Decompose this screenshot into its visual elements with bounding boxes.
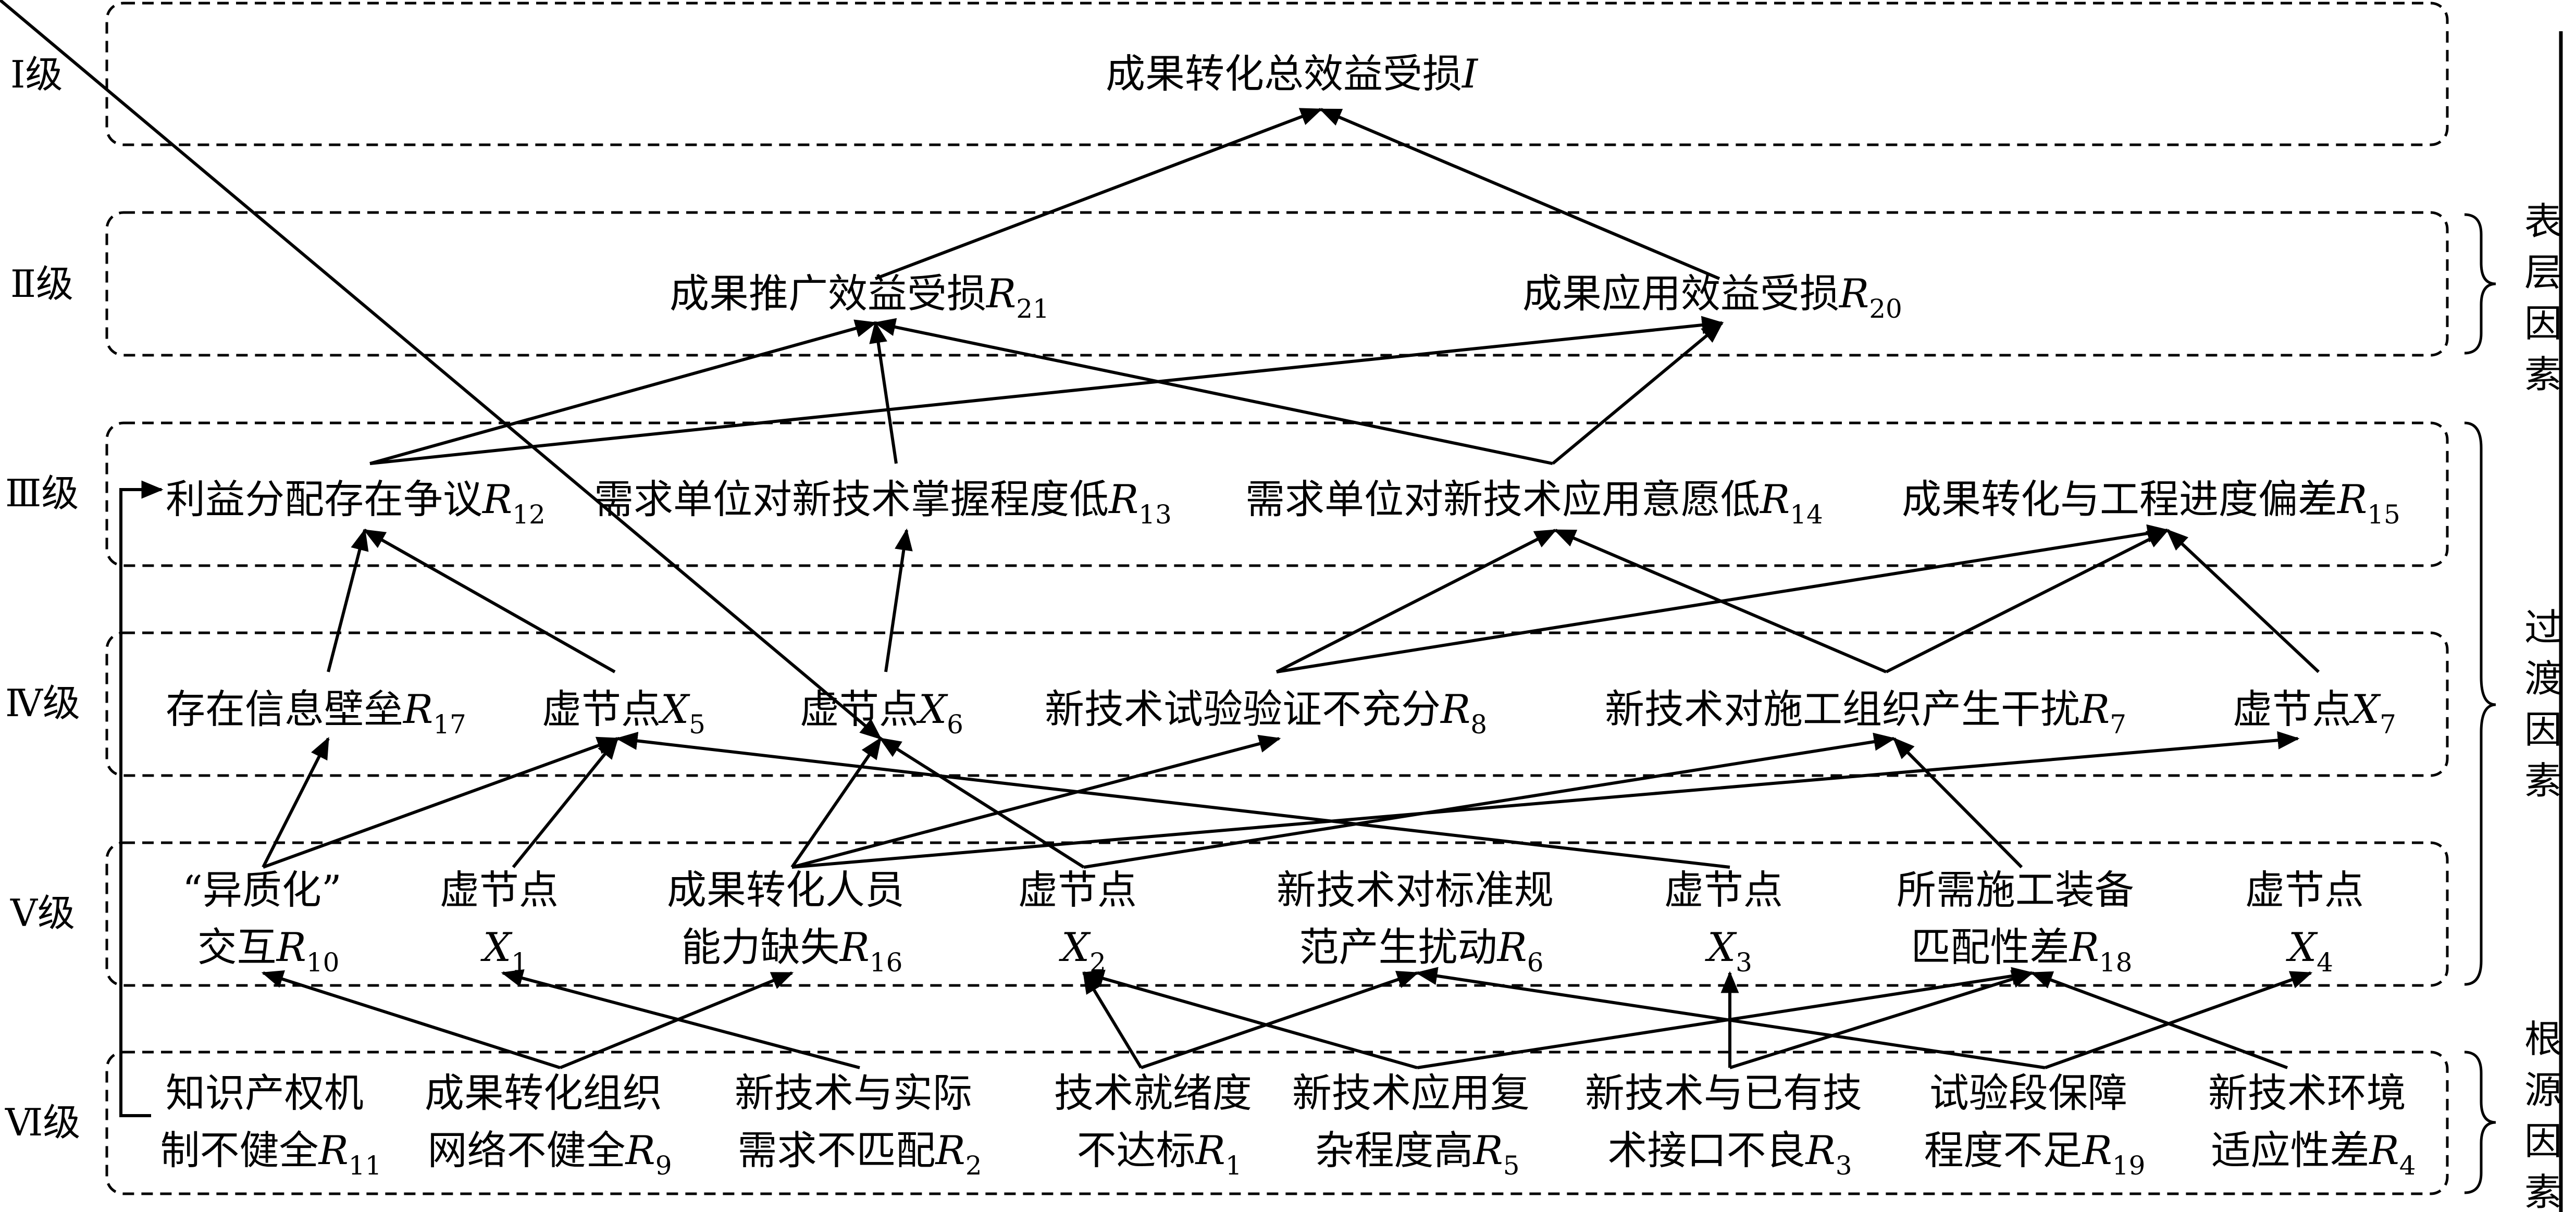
node-R6: 新技术对标准规 范产生扰动R6	[1277, 867, 1566, 978]
node-R5: 新技术应用复 杂程度高R5	[1292, 1070, 1542, 1181]
edge-R9-R10	[261, 970, 561, 1069]
level-frame-6	[105, 1051, 2449, 1195]
level-label-1: Ⅰ级	[10, 53, 63, 96]
node-R16: 成果转化人员 能力缺失R16	[667, 867, 917, 978]
edge-R17-R12	[327, 528, 369, 672]
node-R7: 新技术对施工组织产生干扰R7	[1605, 686, 2126, 740]
node-X5: 虚节点X5	[542, 686, 705, 740]
brace-root	[2464, 1051, 2496, 1194]
edge-X4-X6	[0, 0, 882, 740]
node-R8: 新技术试验验证不充分R8	[1045, 686, 1487, 740]
edge-R10-R17	[262, 736, 330, 868]
node-X4: 虚节点 X4	[2245, 867, 2376, 978]
edge-R10-X5	[262, 736, 620, 869]
edge-R21-I	[874, 108, 1323, 280]
level-frame-3	[105, 421, 2449, 567]
edge-X2-R7	[1083, 732, 1896, 869]
edge-R16-X6	[790, 737, 882, 868]
edge-X1-X5	[512, 737, 619, 868]
node-R15: 成果转化与工程进度偏差R15	[1902, 476, 2400, 530]
category-transition: 过渡因素	[2524, 606, 2562, 803]
nodes: 成果转化总效益受损I 成果推广效益受损R21 成果应用效益受损R20 利益分配存…	[160, 51, 2419, 1181]
node-R13: 需求单位对新技术掌握程度低R13	[594, 476, 1172, 530]
category-surface: 表层因素	[2524, 199, 2562, 396]
edge-X3-X5	[615, 732, 1730, 869]
node-R20: 成果应用效益受损R20	[1522, 270, 1902, 324]
edge-X5-R12	[363, 529, 616, 673]
edge-R3-R18	[1729, 970, 2034, 1069]
edge-R1-X2	[1082, 971, 1143, 1069]
category-root: 根源因素	[2524, 1017, 2562, 1212]
edge-R7-R15	[1885, 529, 2170, 673]
level-label-5: Ⅴ级	[10, 891, 75, 935]
node-R18: 所需施工装备 匹配性差R18	[1897, 867, 2147, 978]
edge-X2-X6	[879, 737, 1085, 869]
category-braces	[2464, 213, 2496, 1194]
edge-R12-R21	[369, 319, 877, 465]
edge-R8-R15	[1276, 524, 2170, 673]
node-R4: 新技术环境 适应性差R4	[2208, 1070, 2419, 1181]
edge-R1-R6	[1141, 970, 1419, 1069]
node-X6: 虚节点X6	[800, 686, 963, 740]
node-X7: 虚节点X7	[2233, 686, 2396, 740]
node-R19: 试验段保障 程度不足R19	[1924, 1070, 2146, 1181]
edge-R2-X1	[501, 969, 860, 1069]
brace-surface	[2464, 213, 2496, 355]
edge-R8-R14	[1275, 529, 1557, 673]
node-X1: 虚节点 X1	[440, 867, 571, 978]
node-R17: 存在信息壁垒R17	[166, 686, 466, 740]
node-I: 成果转化总效益受损I	[1106, 51, 1479, 97]
level-frame-2	[105, 211, 2449, 357]
level-frame-1	[105, 2, 2449, 146]
node-R9: 成果转化组织 网络不健全R9	[425, 1070, 675, 1181]
edge-R4-R18	[2030, 971, 2288, 1069]
edge-R11-R12	[119, 480, 164, 1117]
node-R10: “异质化” 交互R10	[182, 867, 354, 978]
edge-R14-R20	[1552, 321, 1724, 465]
edge-R14-R21	[873, 318, 1553, 465]
edge-R18-R7	[1892, 737, 2023, 869]
edge-R19-R6	[1415, 967, 2046, 1069]
node-R11: 知识产权机 制不健全R11	[160, 1070, 382, 1181]
brace-transition	[2464, 421, 2496, 986]
level-frame-5	[105, 841, 2449, 987]
node-R2: 新技术与实际 需求不匹配R2	[735, 1070, 985, 1181]
level-labels: Ⅰ级 Ⅱ级 Ⅲ级 Ⅳ级 Ⅴ级 Ⅵ级	[5, 53, 80, 1144]
edge-R20-I	[1319, 108, 1720, 280]
edge-X6-R13	[884, 528, 913, 672]
level-label-6: Ⅵ级	[5, 1101, 80, 1144]
edge-R19-X4	[2044, 971, 2313, 1069]
category-labels: 表层因素 过渡因素 根源因素	[2524, 199, 2562, 1212]
level-frame-4	[105, 631, 2449, 777]
edge-R16-X7	[791, 731, 2300, 869]
edge-R12-R20	[369, 316, 1724, 465]
edge-R13-R21	[869, 321, 898, 464]
node-R3: 新技术与已有技 术接口不良R3	[1585, 1070, 1875, 1181]
level-label-2: Ⅱ级	[10, 262, 73, 306]
edges	[0, 0, 2320, 1069]
level-frames	[105, 2, 2449, 1195]
level-label-4: Ⅳ级	[5, 681, 80, 725]
node-X2: 虚节点 X2	[1018, 867, 1149, 978]
node-R12: 利益分配存在争议R12	[166, 476, 546, 530]
edge-R5-X2	[1082, 969, 1418, 1069]
edge-R16-R8	[791, 734, 1281, 869]
node-R21: 成果推广效益受损R21	[670, 270, 1049, 324]
node-R1: 技术就绪度 不达标R1	[1054, 1070, 1265, 1181]
node-X3: 虚节点 X3	[1664, 867, 1795, 978]
level-label-3: Ⅲ级	[5, 471, 79, 515]
node-R14: 需求单位对新技术应用意愿低R14	[1245, 476, 1823, 530]
edge-X7-R15	[2166, 529, 2320, 673]
